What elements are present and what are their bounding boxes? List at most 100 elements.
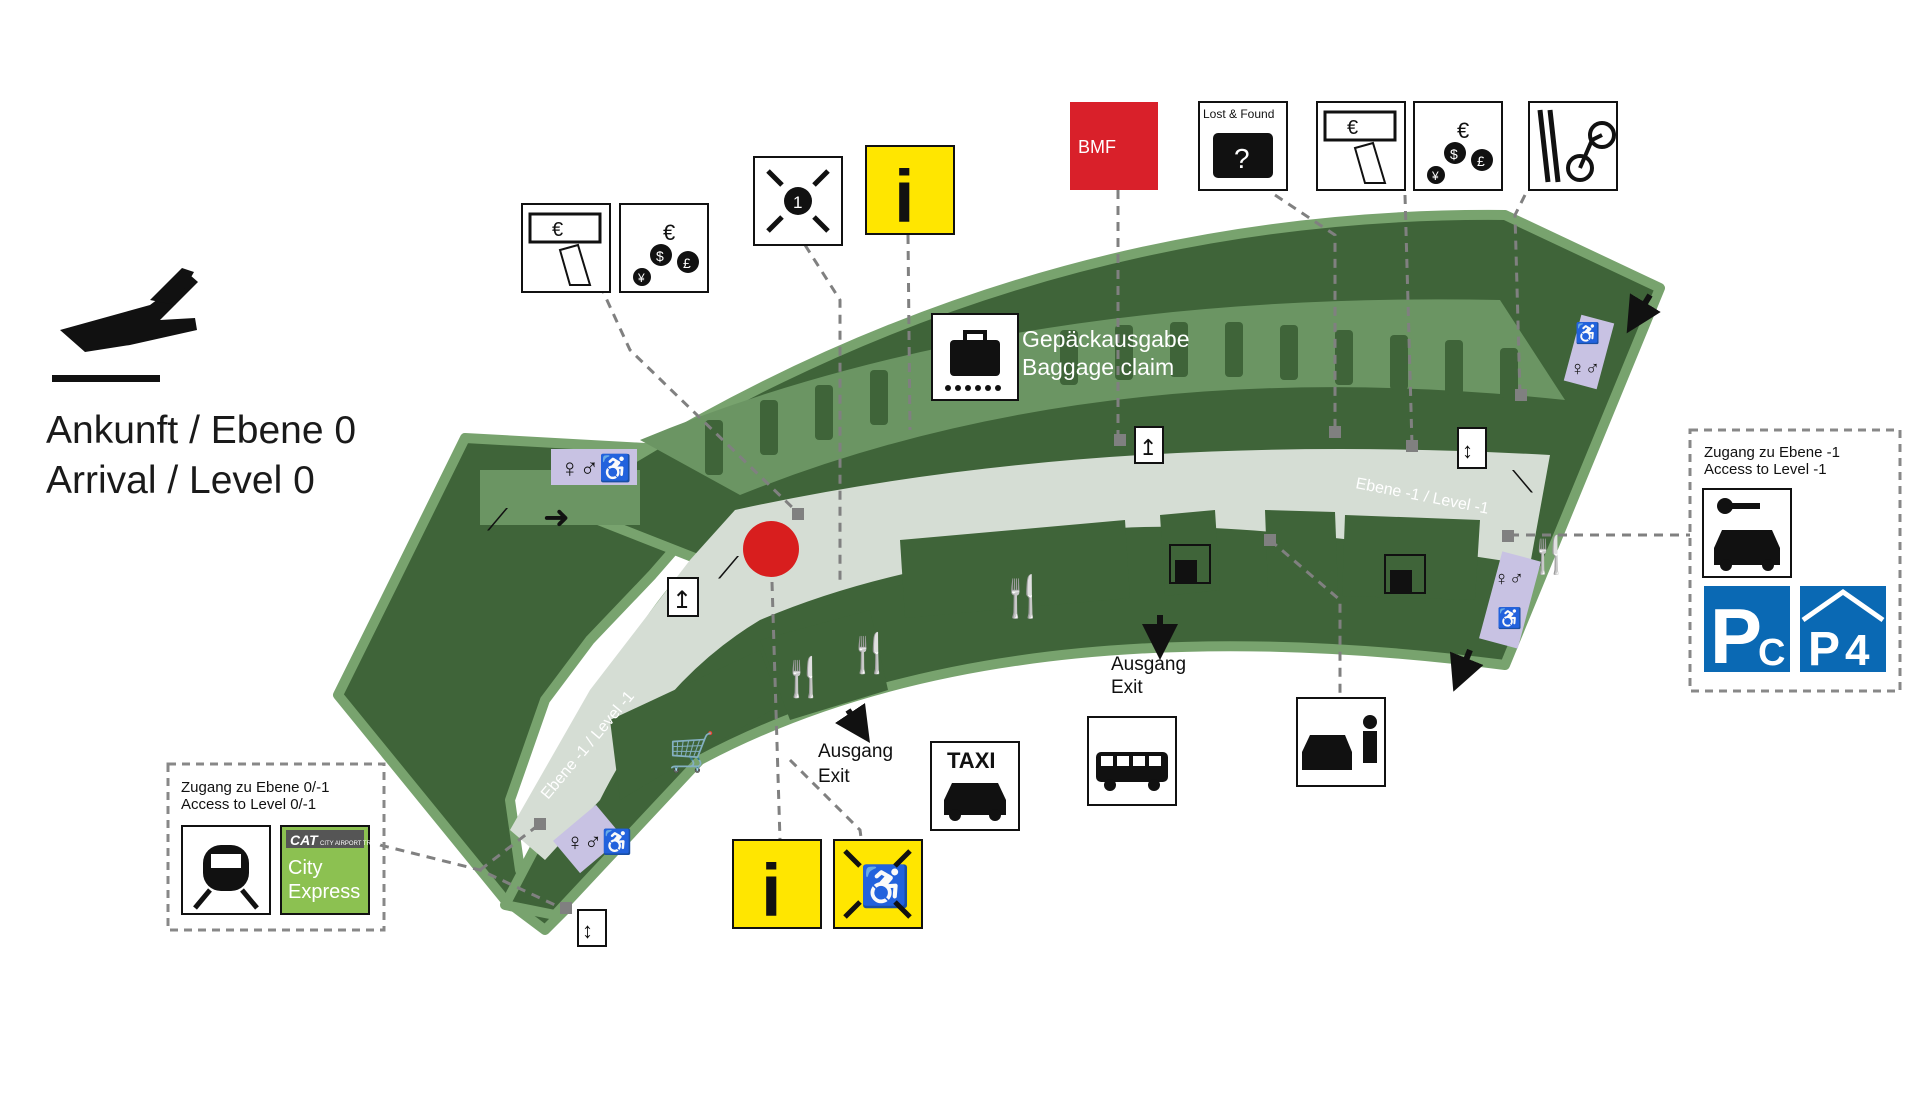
- svg-text:1: 1: [793, 193, 802, 212]
- shopping-cart-icon[interactable]: 🛒: [668, 730, 715, 774]
- bmf-icon[interactable]: BMF: [1070, 102, 1158, 190]
- svg-text:P: P: [1808, 623, 1840, 676]
- ski-bike-storage-icon[interactable]: [1528, 101, 1618, 191]
- svg-text:€: €: [552, 219, 563, 241]
- elevator-icon[interactable]: ↕: [1457, 427, 1487, 469]
- elevator-icon[interactable]: ↕: [577, 909, 607, 947]
- svg-text:🍴: 🍴: [1527, 534, 1572, 576]
- toilet-icon[interactable]: ♀♂♿: [553, 804, 632, 874]
- svg-text:🍴: 🍴: [846, 631, 893, 676]
- svg-text:↕: ↕: [1462, 438, 1473, 463]
- svg-text:i: i: [894, 155, 915, 238]
- escalator-icon[interactable]: ⟋: [718, 552, 739, 585]
- svg-text:♀♂♿: ♀♂♿: [560, 453, 631, 483]
- svg-text:CITY AIRPORT TRAIN: CITY AIRPORT TRAIN: [320, 841, 381, 847]
- svg-text:⟋: ⟋: [718, 552, 739, 585]
- svg-text:£: £: [683, 255, 691, 271]
- svg-text:♿: ♿: [1497, 606, 1522, 630]
- svg-text:£: £: [1477, 153, 1485, 169]
- svg-text:↕: ↕: [582, 918, 593, 943]
- toilet-icon[interactable]: ♀♂ ♿: [1479, 551, 1541, 649]
- svg-text:€: €: [1347, 117, 1358, 139]
- escalator-icon[interactable]: ⟋➜: [487, 499, 570, 537]
- svg-text:⟍: ⟍: [1512, 466, 1533, 499]
- legend-title-en: Arrival / Level 0: [46, 459, 315, 502]
- lost-found-icon[interactable]: Lost & Found ?: [1198, 101, 1288, 191]
- svg-text:⟋: ⟋: [487, 504, 508, 537]
- elevator-icon[interactable]: ↥: [667, 577, 699, 617]
- direction-arrows: [835, 293, 1661, 743]
- exit-left-en: Exit: [818, 766, 850, 787]
- shop-icon[interactable]: [1169, 544, 1211, 584]
- svg-text:City: City: [288, 857, 322, 879]
- restaurant-icon[interactable]: 🍴: [780, 655, 827, 700]
- svg-text:♿: ♿: [1575, 321, 1600, 345]
- bus-icon[interactable]: [1087, 716, 1177, 806]
- svg-text:P: P: [1710, 592, 1762, 680]
- svg-text:BMF: BMF: [1078, 137, 1116, 157]
- svg-text:Lost & Found: Lost & Found: [1203, 107, 1274, 121]
- city-express-logo[interactable]: CAT CITY AIRPORT TRAIN City Express: [280, 825, 381, 915]
- you-are-here-marker[interactable]: [743, 521, 799, 577]
- svg-text:$: $: [656, 248, 664, 264]
- svg-text:➜: ➜: [543, 499, 570, 535]
- exit-center-de: Ausgang: [1111, 654, 1186, 675]
- svg-text:♀♂♿: ♀♂♿: [566, 828, 632, 856]
- leader-endpoints: [534, 389, 1527, 914]
- svg-text:€: €: [1457, 118, 1469, 143]
- parking-icon[interactable]: P C: [1702, 584, 1792, 680]
- meeting-point-icon[interactable]: 1: [753, 156, 843, 246]
- svg-text:🛒: 🛒: [668, 730, 715, 774]
- information-icon[interactable]: i: [865, 145, 955, 238]
- restaurant-icon[interactable]: 🍴: [998, 573, 1048, 620]
- svg-text:↥: ↥: [672, 587, 692, 614]
- baggage-claim-label-en: Baggage claim: [1022, 354, 1174, 380]
- exit-center-en: Exit: [1111, 677, 1143, 698]
- svg-text:↥: ↥: [1139, 435, 1157, 460]
- baggage-hall: [640, 299, 1565, 495]
- plane-arriving-icon: [52, 268, 198, 382]
- svg-text:$: $: [1450, 146, 1458, 162]
- access-left-line1: Zugang zu Ebene 0/-1: [181, 779, 329, 796]
- svg-text:TAXI: TAXI: [947, 748, 995, 773]
- restaurant-icon[interactable]: 🍴: [846, 631, 893, 676]
- svg-text:€: €: [663, 220, 675, 245]
- currency-exchange-icon[interactable]: € $ £ ¥: [619, 203, 709, 293]
- taxi-icon[interactable]: TAXI: [930, 741, 1020, 831]
- shop-icon[interactable]: [1384, 554, 1426, 594]
- access-left-line2: Access to Level 0/-1: [181, 796, 316, 813]
- atm-icon[interactable]: €: [1316, 101, 1406, 191]
- assistance-icon[interactable]: ♿: [833, 839, 923, 929]
- svg-text:C: C: [1758, 632, 1785, 674]
- chauffeur-icon[interactable]: [1296, 697, 1386, 787]
- train-icon[interactable]: [181, 825, 271, 915]
- car-rental-icon[interactable]: [1702, 488, 1792, 578]
- atm-icon[interactable]: €: [521, 203, 611, 293]
- toilet-icon[interactable]: ♀♂♿: [551, 449, 637, 485]
- escalator-icon[interactable]: ⟍: [1512, 466, 1533, 499]
- legend: Ankunft / Ebene 0 Arrival / Level 0: [46, 268, 356, 502]
- exit-left-de: Ausgang: [818, 741, 893, 762]
- svg-text:¥: ¥: [637, 271, 645, 285]
- svg-text:🍴: 🍴: [998, 573, 1048, 620]
- legend-title-de: Ankunft / Ebene 0: [46, 409, 356, 452]
- currency-exchange-icon[interactable]: € $ £ ¥: [1413, 101, 1503, 191]
- leader-lines: [379, 190, 1690, 907]
- lower-shops: [610, 510, 1480, 800]
- svg-text:¥: ¥: [1431, 169, 1439, 183]
- svg-text:🍴: 🍴: [780, 655, 827, 700]
- toilet-icon[interactable]: ♿ ♀♂: [1563, 314, 1615, 390]
- svg-text:♀♂: ♀♂: [1570, 358, 1600, 380]
- svg-text:4: 4: [1845, 626, 1870, 675]
- elevator-icon[interactable]: ↥: [1134, 426, 1164, 464]
- svg-text:CAT: CAT: [290, 832, 319, 848]
- access-box-right: Zugang zu Ebene -1 Access to Level -1 P …: [1688, 428, 1902, 693]
- access-box-left: Zugang zu Ebene 0/-1 Access to Level 0/-…: [166, 762, 386, 932]
- information-icon[interactable]: i: [732, 839, 822, 932]
- parking-icon[interactable]: P 4: [1798, 584, 1888, 676]
- baggage-claim-label-de: Gepäckausgabe: [1022, 326, 1190, 352]
- svg-text:♀♂: ♀♂: [1494, 568, 1524, 590]
- restaurant-icon[interactable]: 🍴: [1527, 534, 1572, 576]
- baggage-claim-icon[interactable]: [931, 313, 1019, 401]
